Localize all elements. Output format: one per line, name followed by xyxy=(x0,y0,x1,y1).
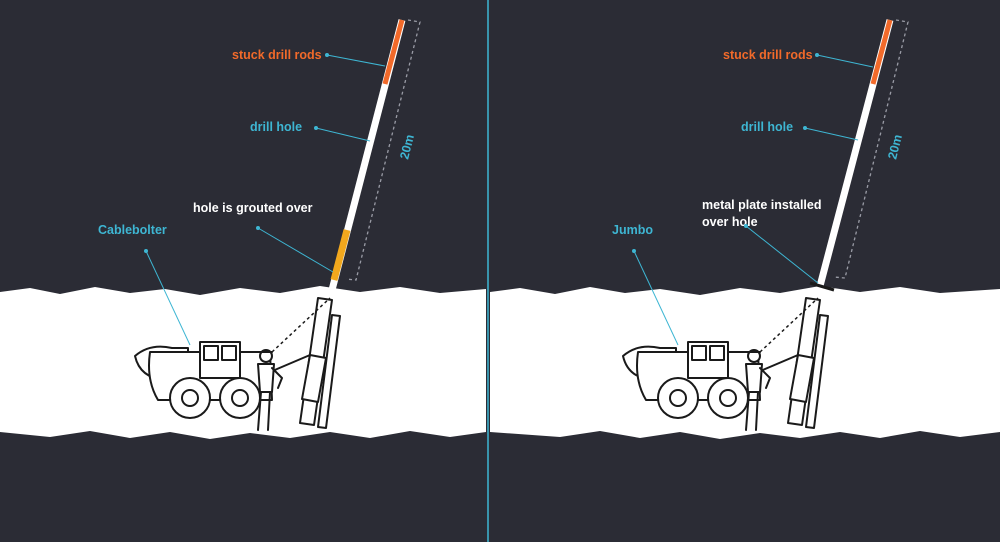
callout-line xyxy=(145,250,191,346)
right-panel: 20m stuck drill rods drill hole metal pl… xyxy=(490,19,1000,439)
metal-plate xyxy=(809,281,835,292)
left-panel: 20m stuck drill rods drill hole hole is … xyxy=(0,19,486,439)
length-label: 20m xyxy=(885,133,905,161)
length-bracket xyxy=(833,19,909,279)
callout-line xyxy=(633,250,679,346)
callout-line xyxy=(745,225,819,284)
length-label: 20m xyxy=(397,133,417,161)
stuck-rods-label: stuck drill rods xyxy=(232,48,322,62)
stuck-rods-segment xyxy=(382,19,405,85)
plate-label-line2: over hole xyxy=(702,215,758,229)
drill-hole-label: drill hole xyxy=(741,120,793,134)
machine-label: Cablebolter xyxy=(98,223,167,237)
stuck-rods-segment xyxy=(870,19,893,85)
grout-label: hole is grouted over xyxy=(193,201,313,215)
length-bracket xyxy=(345,19,421,281)
callout-line xyxy=(816,54,874,68)
callout-line xyxy=(804,127,859,141)
grout-segment xyxy=(330,229,351,281)
plate-label-line1: metal plate installed xyxy=(702,198,821,212)
machine-label: Jumbo xyxy=(612,223,653,237)
stuck-rods-label: stuck drill rods xyxy=(723,48,813,62)
drill-hole-label: drill hole xyxy=(250,120,302,134)
callout-line xyxy=(315,127,371,142)
callout-line xyxy=(326,54,386,67)
callout-line xyxy=(257,227,334,273)
